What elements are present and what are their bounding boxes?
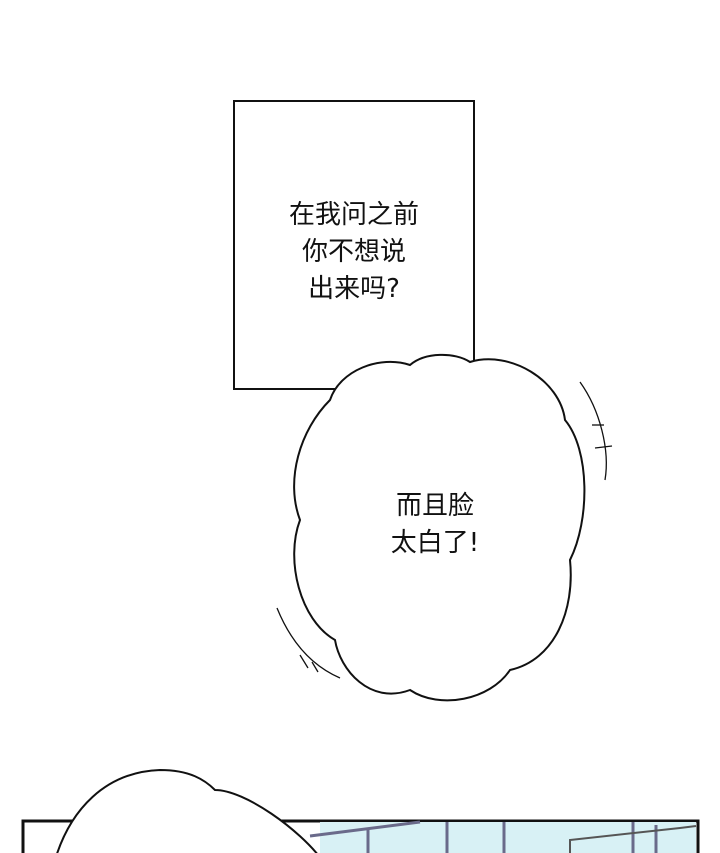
bubble-text: 而且脸 太白了!: [335, 488, 535, 562]
bubble-line: 太白了!: [390, 528, 480, 558]
motion-lines-right: [579, 381, 613, 481]
narration-line: 出来吗?: [308, 274, 400, 304]
speech-bubble-bottom: [56, 768, 318, 853]
narration-box: [233, 100, 475, 390]
bubble-line: 而且脸: [395, 491, 474, 521]
narration-line: 在我问之前: [288, 200, 419, 230]
narration-line: 你不想说: [301, 237, 406, 267]
narration-text: 在我问之前 你不想说 出来吗?: [234, 197, 474, 308]
cloud-speech-bubble: [293, 353, 586, 702]
bottom-panel: [21, 768, 700, 853]
motion-lines-left: [276, 607, 341, 679]
